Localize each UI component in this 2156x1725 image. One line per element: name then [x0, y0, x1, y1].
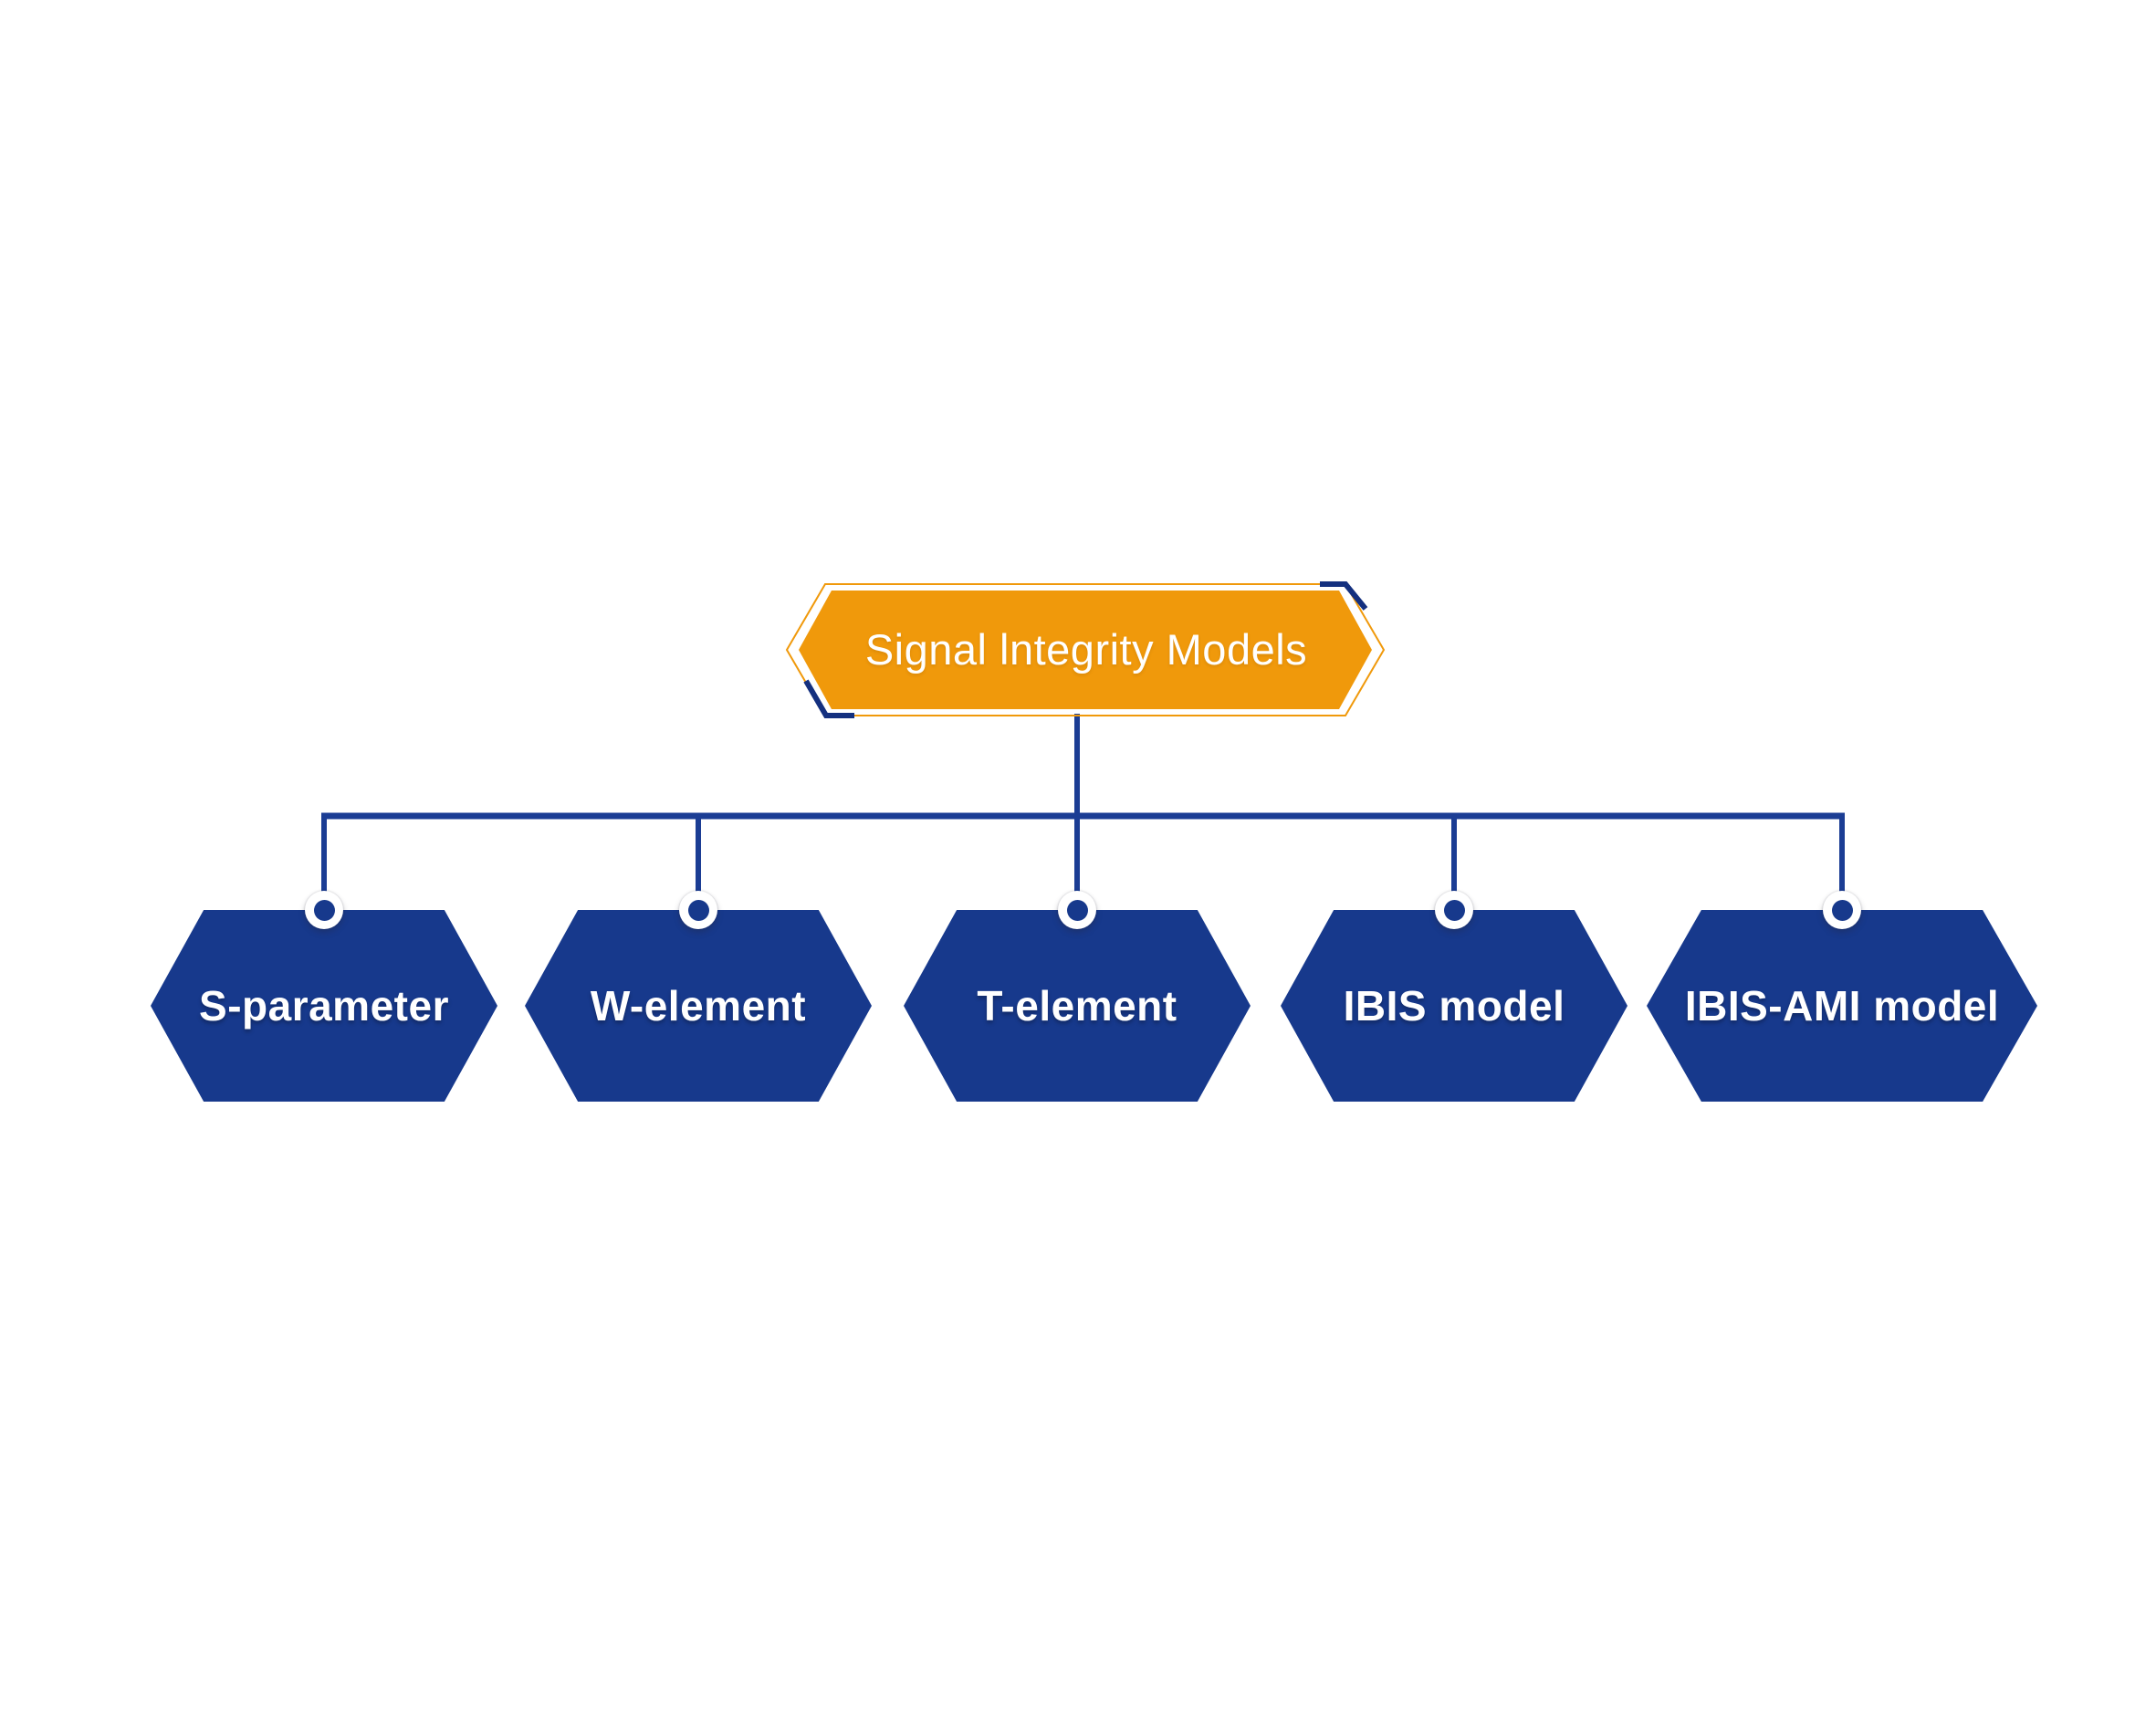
connector-pin-dot: [1066, 899, 1088, 921]
connector-pin-dot: [687, 899, 709, 921]
connector-pin-2: [679, 891, 717, 929]
connector-pin-dot: [1831, 899, 1853, 921]
corner-bracket-bottom-left: [803, 679, 854, 718]
node-s-parameter: S-parameter: [151, 910, 497, 1102]
node-ibis-model-label: IBIS model: [1343, 982, 1565, 1030]
node-ibis-ami-model-label: IBIS-AMI model: [1684, 982, 2000, 1030]
connector-pin-1: [305, 891, 343, 929]
connector-pin-4: [1435, 891, 1473, 929]
connector-pin-dot: [313, 899, 335, 921]
node-s-parameter-label: S-parameter: [199, 982, 449, 1030]
root-node-label: Signal lntegrity Models: [864, 624, 1308, 674]
node-t-element-label: T-element: [977, 982, 1177, 1030]
root-node-fill: [799, 591, 1372, 709]
corner-bracket-top-right: [1320, 581, 1368, 611]
node-ibis-model: IBIS model: [1281, 910, 1627, 1102]
node-w-element: W-element: [525, 910, 872, 1102]
connector-pin-dot: [1443, 899, 1465, 921]
node-t-element: T-element: [904, 910, 1251, 1102]
node-w-element-label: W-element: [590, 982, 807, 1030]
connector-pin-3: [1058, 891, 1096, 929]
connector-pin-5: [1823, 891, 1861, 929]
node-ibis-ami-model: IBIS-AMI model: [1647, 910, 2037, 1102]
